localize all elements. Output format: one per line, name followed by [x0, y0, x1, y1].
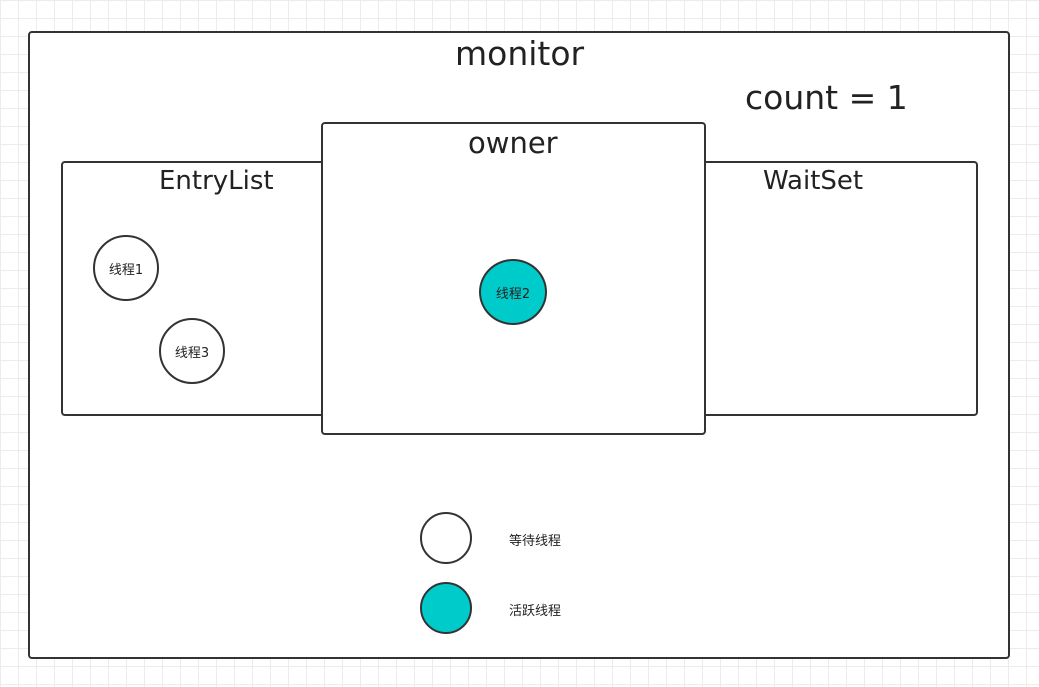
entrylist-title: EntryList [159, 166, 274, 196]
thread-2-node: 线程2 [479, 259, 547, 325]
thread-3-node: 线程3 [159, 318, 225, 384]
monitor-title: monitor [455, 34, 585, 73]
legend-waiting-circle [420, 512, 472, 564]
owner-title: owner [468, 126, 558, 160]
waitset-title: WaitSet [763, 166, 864, 196]
legend-waiting-label: 等待线程 [509, 534, 562, 549]
legend-active-circle [420, 582, 472, 634]
count-label: count = 1 [745, 78, 908, 117]
waitset-box [702, 161, 978, 416]
legend-active-label: 活跃线程 [509, 604, 562, 619]
thread-1-node: 线程1 [93, 235, 159, 301]
